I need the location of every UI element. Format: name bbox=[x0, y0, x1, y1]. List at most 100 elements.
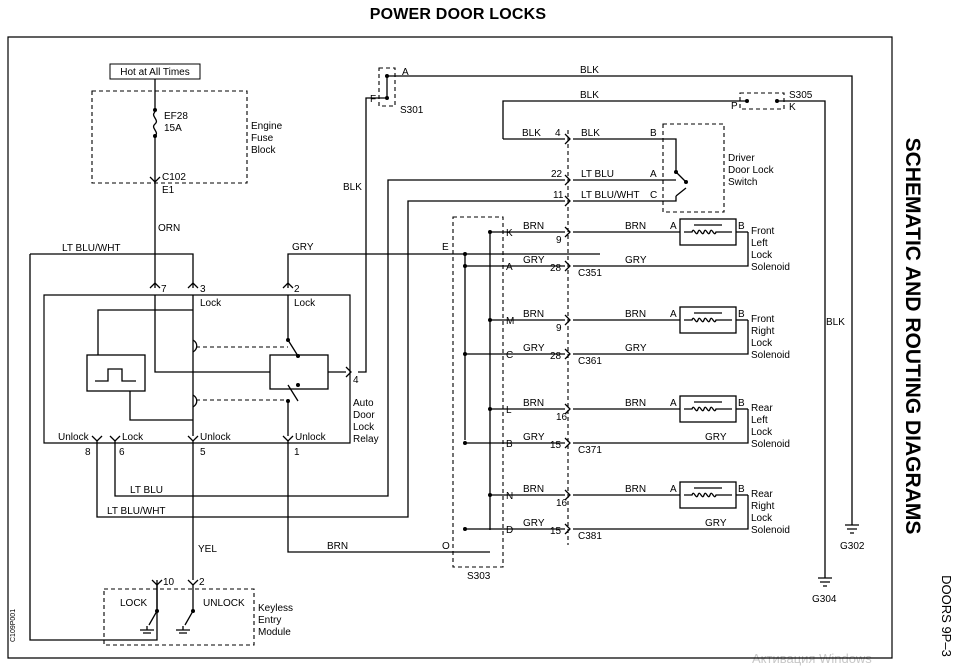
splice-s301 bbox=[378, 67, 396, 107]
connector-arrows bbox=[564, 314, 571, 360]
ground-g304: G304 bbox=[812, 594, 837, 605]
switch-term: 11 bbox=[553, 190, 564, 201]
relay-lock-label: Lock bbox=[122, 432, 144, 443]
connector-pin: 9 bbox=[556, 235, 562, 246]
switch-term: 4 bbox=[555, 128, 561, 139]
connector-arrows bbox=[564, 226, 571, 272]
connector-arrows bbox=[564, 403, 571, 449]
splice-pin: N bbox=[506, 491, 513, 502]
keyless-pin: 10 bbox=[163, 577, 175, 588]
splice-pin: O bbox=[442, 541, 450, 552]
wire-label-brn: BRN bbox=[625, 484, 646, 495]
solenoid-label: Lock bbox=[751, 338, 773, 349]
ground-icon bbox=[845, 524, 859, 534]
wire-label-brn: BRN bbox=[523, 309, 544, 320]
solenoid-label: Solenoid bbox=[751, 439, 790, 450]
splice-pin: M bbox=[506, 316, 514, 327]
connector-pin: 28 bbox=[550, 263, 562, 274]
wire-label-lt-blu: LT BLU bbox=[581, 169, 614, 180]
wire-label-blk: BLK bbox=[343, 182, 362, 193]
relay-internal-wiring bbox=[97, 295, 270, 436]
splice-label: S303 bbox=[467, 571, 491, 582]
connector-pin: 28 bbox=[550, 351, 562, 362]
wire-label-lt-blu: LT BLU bbox=[130, 485, 163, 496]
wire-label-blk: BLK bbox=[580, 65, 599, 76]
wire-label-gry: GRY bbox=[705, 518, 727, 529]
splice-pin: F bbox=[370, 94, 376, 105]
ground-g302: G302 bbox=[840, 541, 865, 552]
wire-label-brn: BRN bbox=[625, 309, 646, 320]
wire-label-gry: GRY bbox=[625, 343, 647, 354]
wire-brn-o bbox=[287, 441, 490, 553]
relay-top-arrows bbox=[149, 282, 294, 289]
splice-pin: K bbox=[506, 228, 513, 239]
ground-icon bbox=[818, 577, 832, 587]
wire-label-brn: BRN bbox=[523, 398, 544, 409]
splice-s303 bbox=[452, 216, 504, 568]
splice-pin: K bbox=[789, 102, 796, 113]
relay-pin: 8 bbox=[85, 447, 91, 458]
relay-lock-label: Lock bbox=[200, 298, 222, 309]
solenoid-pin-a: A bbox=[670, 398, 677, 409]
solenoid-label: Right bbox=[751, 501, 775, 512]
solenoid-label: Solenoid bbox=[751, 262, 790, 273]
relay-pin: 4 bbox=[353, 375, 359, 386]
solenoid-pin-b: B bbox=[738, 309, 745, 320]
solenoid-coil-icon bbox=[684, 224, 732, 235]
solenoid-pin-a: A bbox=[670, 309, 677, 320]
solenoid-pin-a: A bbox=[670, 221, 677, 232]
wire-label-blk: BLK bbox=[580, 90, 599, 101]
page-title: POWER DOOR LOCKS bbox=[369, 6, 547, 23]
wire-label-yel: YEL bbox=[198, 544, 217, 555]
solenoid-label: Rear bbox=[751, 489, 773, 500]
splice-pin: C bbox=[506, 350, 513, 361]
wire-label-gry: GRY bbox=[523, 518, 545, 529]
driver-switch-box bbox=[662, 123, 725, 213]
solenoid-label: Lock bbox=[751, 250, 773, 261]
wire-label-blk: BLK bbox=[826, 317, 845, 328]
fuse-rating: 15A bbox=[164, 123, 182, 134]
wire-blk-s301 bbox=[358, 75, 853, 525]
relay-lock-label: Lock bbox=[294, 298, 316, 309]
connector-pin: 16 bbox=[556, 412, 568, 423]
relay-pin: 1 bbox=[294, 447, 300, 458]
switch-contacts bbox=[660, 138, 687, 202]
connector-arrows bbox=[564, 489, 571, 535]
relay-unlock-label: Unlock bbox=[58, 432, 90, 443]
solenoid-label: Front bbox=[751, 226, 775, 237]
wire-label-blk: BLK bbox=[522, 128, 541, 139]
keyless-switches bbox=[148, 585, 194, 626]
connector-pin: 15 bbox=[550, 526, 562, 537]
connector-id: C381 bbox=[578, 531, 602, 542]
solenoid-pin-b: B bbox=[738, 398, 745, 409]
fuse-block-label: Fuse bbox=[251, 133, 274, 144]
connector-pin: 9 bbox=[556, 323, 562, 334]
solenoid-coil-icon bbox=[684, 401, 732, 412]
solenoid-label: Lock bbox=[751, 513, 773, 524]
keyless-label: Keyless bbox=[258, 603, 293, 614]
solenoid-label: Solenoid bbox=[751, 525, 790, 536]
solenoid-coil-icon bbox=[684, 312, 732, 323]
splice-pin: A bbox=[402, 67, 409, 78]
wire-label-gry: GRY bbox=[523, 255, 545, 266]
wire-label-blk: BLK bbox=[581, 128, 600, 139]
wire-label-brn: BRN bbox=[523, 221, 544, 232]
switch-label: Driver bbox=[728, 153, 755, 164]
wire-gry-main bbox=[287, 253, 600, 288]
switch-conn-arrows bbox=[564, 133, 571, 207]
fuse-block-label: Block bbox=[251, 145, 276, 156]
fuse-block-box bbox=[91, 90, 248, 184]
wire-blk-s305 bbox=[502, 100, 826, 578]
wire-lt-blu bbox=[114, 179, 565, 497]
relay-coil-icon bbox=[192, 339, 198, 408]
wire-label-gry: GRY bbox=[292, 242, 314, 253]
s303-bus bbox=[464, 232, 491, 530]
relay-unlock-label: Unlock bbox=[200, 432, 232, 443]
page-frame bbox=[7, 36, 893, 659]
solenoid-label: Right bbox=[751, 326, 775, 337]
solenoid-pin-a: A bbox=[670, 484, 677, 495]
wire-label-brn: BRN bbox=[625, 221, 646, 232]
connector-id: C351 bbox=[578, 268, 602, 279]
switch-pin: B bbox=[650, 128, 657, 139]
